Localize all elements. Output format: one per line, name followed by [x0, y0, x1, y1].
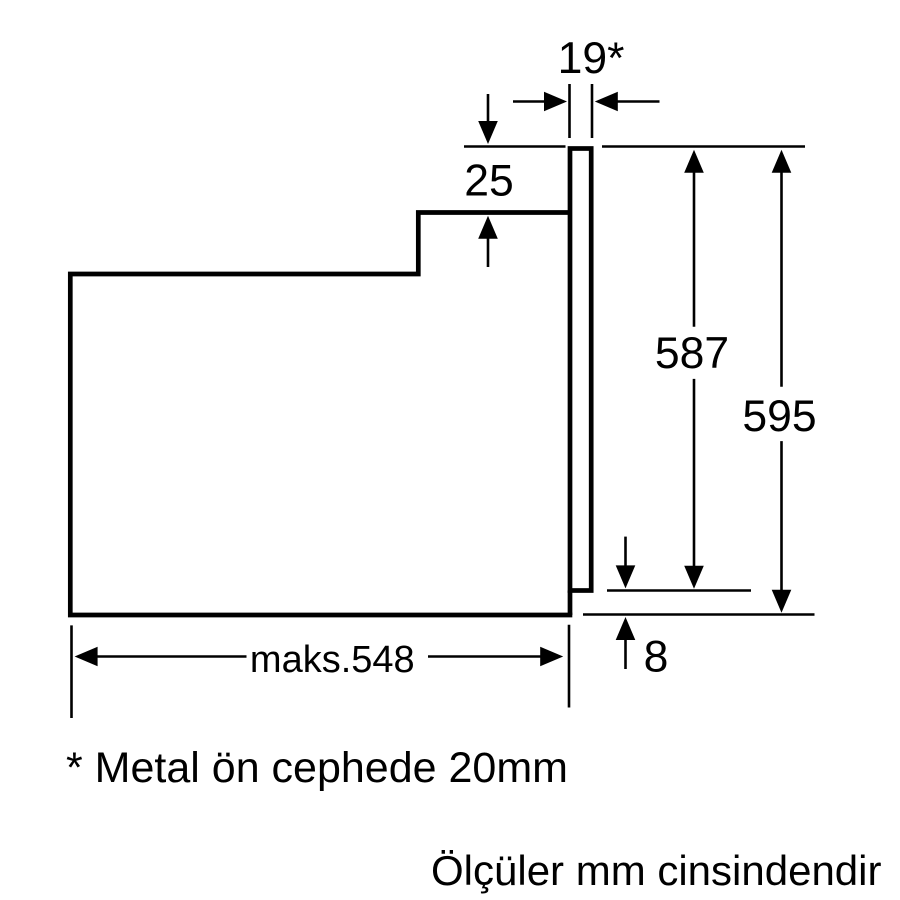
svg-text:19*: 19* [558, 34, 625, 83]
svg-text:maks.548: maks.548 [250, 639, 415, 681]
svg-text:8: 8 [644, 633, 669, 682]
svg-text:* Metal ön cephede 20mm: * Metal ön cephede 20mm [66, 744, 568, 792]
svg-text:Ölçüler mm cinsindendir: Ölçüler mm cinsindendir [431, 847, 881, 894]
svg-text:25: 25 [464, 157, 514, 206]
svg-text:587: 587 [655, 329, 729, 378]
svg-text:595: 595 [742, 392, 816, 441]
